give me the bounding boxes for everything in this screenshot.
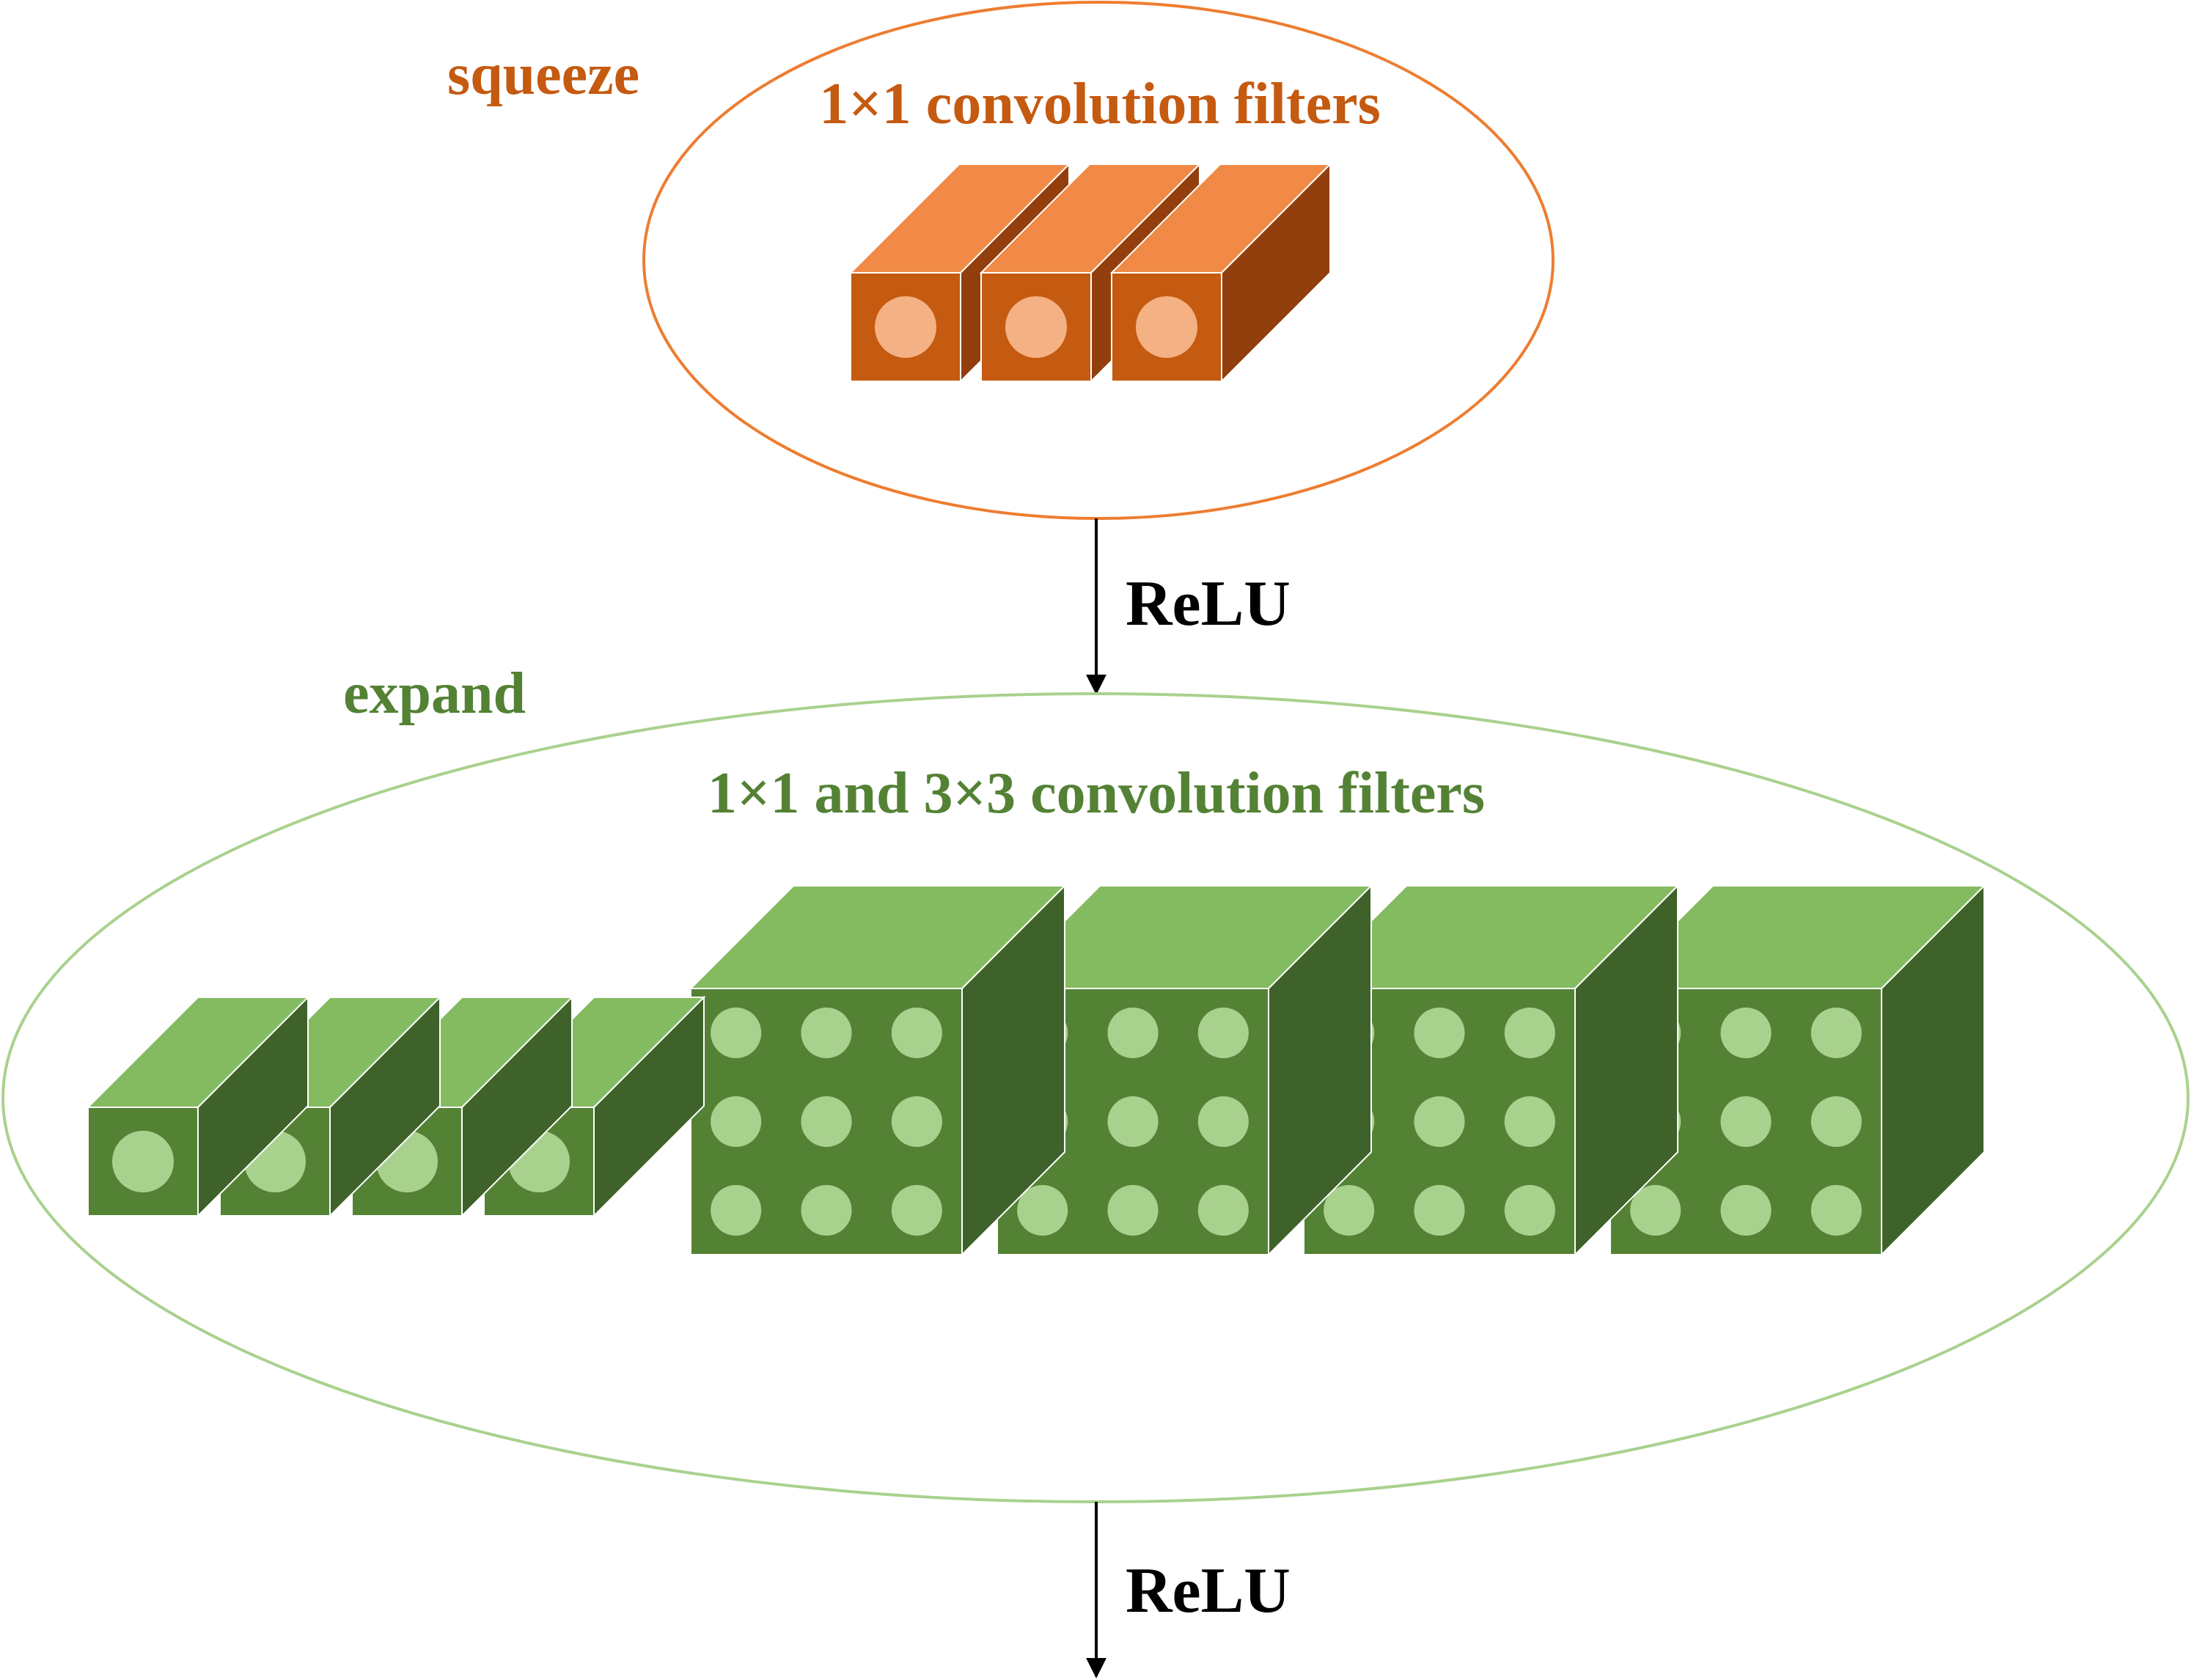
filter-weight-dot xyxy=(801,1184,852,1236)
squeeze-filters xyxy=(848,162,1332,384)
filter-weight-dot xyxy=(711,1184,762,1236)
filter-weight-dot xyxy=(1107,1184,1159,1236)
filter-weight-dot xyxy=(711,1007,762,1059)
expand-1x1-filter xyxy=(86,995,310,1218)
squeeze-boundary xyxy=(642,1,1555,520)
filter-weight-dot xyxy=(1504,1096,1555,1148)
expand-filters xyxy=(86,884,1986,1257)
filter-weight-dot xyxy=(112,1131,174,1192)
squeeze-filters-title: 1×1 convolution filters xyxy=(819,72,1381,136)
relu-label-1: ReLU xyxy=(1126,568,1291,639)
relu-arrow-2: ReLU xyxy=(1086,1502,1291,1679)
filter-weight-dot xyxy=(1414,1184,1465,1236)
filter-weight-dot xyxy=(1810,1007,1862,1059)
filter-weight-dot xyxy=(1810,1184,1862,1236)
filter-weight-dot xyxy=(1630,1184,1681,1236)
filter-weight-dot xyxy=(875,296,936,358)
squeeze-module: squeeze 1×1 convolution filters xyxy=(447,1,1555,520)
filter-weight-dot xyxy=(1107,1096,1159,1148)
filter-weight-dot xyxy=(1720,1184,1772,1236)
filter-weight-dot xyxy=(891,1007,942,1059)
filter-weight-dot xyxy=(801,1096,852,1148)
filter-weight-dot xyxy=(891,1184,942,1236)
filter-weight-dot xyxy=(801,1007,852,1059)
filter-weight-dot xyxy=(891,1096,942,1148)
filter-weight-dot xyxy=(1504,1184,1555,1236)
expand-module: expand 1×1 and 3×3 convolution filters xyxy=(1,661,2190,1503)
filter-weight-dot xyxy=(1414,1007,1465,1059)
filter-weight-dot xyxy=(1017,1184,1068,1236)
squeeze-label: squeeze xyxy=(447,43,639,107)
relu-arrow-1: ReLU xyxy=(1086,518,1291,695)
filter-weight-dot xyxy=(1197,1096,1249,1148)
filter-weight-dot xyxy=(1504,1007,1555,1059)
filter-weight-dot xyxy=(1136,296,1197,358)
filter-weight-dot xyxy=(1720,1007,1772,1059)
filter-weight-dot xyxy=(1720,1096,1772,1148)
filter-weight-dot xyxy=(1107,1007,1159,1059)
filter-weight-dot xyxy=(1197,1184,1249,1236)
relu-label-2: ReLU xyxy=(1126,1555,1291,1626)
filter-weight-dot xyxy=(1197,1007,1249,1059)
squeeze-1x1-filter xyxy=(1109,162,1332,384)
expand-filters-title: 1×1 and 3×3 convolution filters xyxy=(708,761,1485,826)
expand-3x3-filter xyxy=(689,884,1067,1257)
filter-weight-dot xyxy=(1005,296,1067,358)
filter-weight-dot xyxy=(711,1096,762,1148)
filter-weight-dot xyxy=(1414,1096,1465,1148)
filter-weight-dot xyxy=(1810,1096,1862,1148)
expand-label: expand xyxy=(343,661,526,726)
filter-weight-dot xyxy=(1324,1184,1375,1236)
